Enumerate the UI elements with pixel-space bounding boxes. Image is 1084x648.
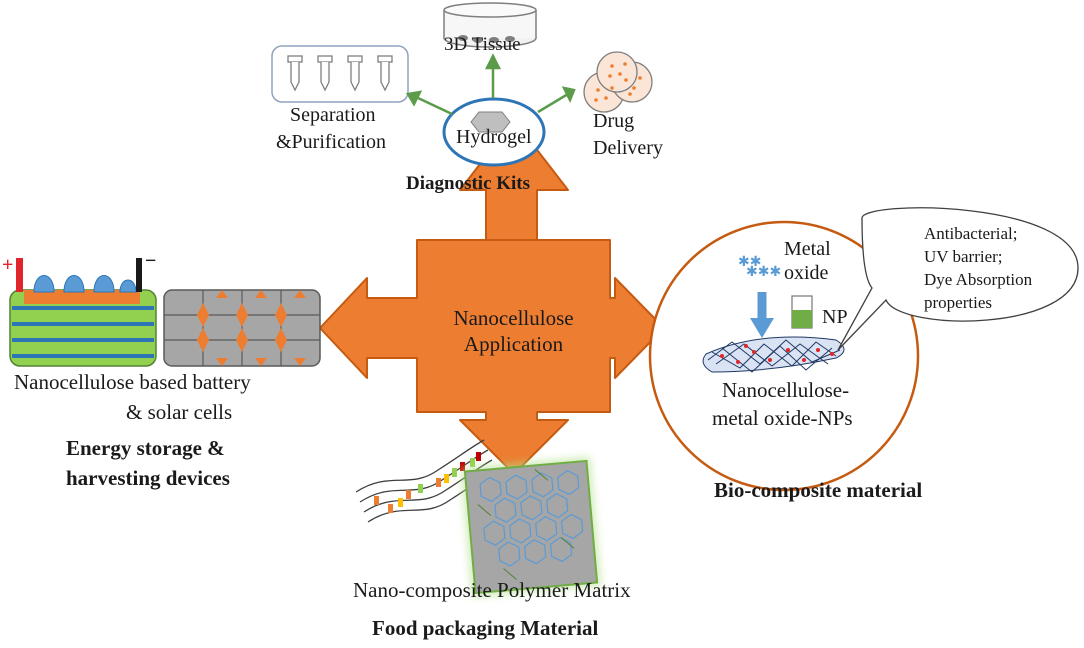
- biocomposite-circle: ✱✱ ✱✱✱: [648, 220, 920, 492]
- petri-dish-icon: [443, 2, 537, 48]
- energy-title-line2: harvesting devices: [66, 466, 230, 490]
- metal-oxide-label-line2: oxide: [784, 262, 829, 284]
- drug-label-line2: Delivery: [593, 137, 663, 159]
- properties-speech-bubble: [837, 207, 1079, 351]
- separation-label-line2: &Purification: [276, 131, 386, 153]
- center-cross-arrows: [319, 119, 665, 475]
- battery-illustration: [9, 258, 157, 367]
- np-red-dots: [720, 344, 834, 364]
- drug-label-line1: Drug: [593, 110, 635, 132]
- center-cross: [319, 119, 665, 475]
- bubble-text-line3: Dye Absorption: [924, 270, 1033, 289]
- metal-oxide-label-line1: Metal: [784, 238, 831, 260]
- bubble-text-line2: UV barrier;: [924, 247, 1003, 266]
- np-vial-icon: [791, 295, 813, 329]
- separation-label-line1: Separation: [290, 104, 376, 126]
- bubble-text-line1: Antibacterial;: [924, 224, 1018, 243]
- hydrogel-hexagon-icon: [470, 111, 511, 133]
- metal-oxide-stars-icon: ✱✱ ✱✱✱: [738, 254, 781, 280]
- battery-minus-sign: −: [145, 250, 157, 272]
- metal-oxide-arrow-head: [750, 318, 774, 338]
- polymer-matrix-caption: Nano-composite Polymer Matrix: [353, 578, 631, 602]
- tissue-label: 3D Tissue: [444, 34, 521, 55]
- svg-text:✱✱✱: ✱✱✱: [746, 264, 781, 280]
- composite-label-line2: metal oxide-NPs: [712, 406, 853, 430]
- battery-caption-line1: Nanocellulose based battery: [14, 370, 251, 394]
- bubble-text-line4: properties: [924, 293, 992, 312]
- center-label-line1: Nanocellulose: [453, 306, 574, 330]
- hydrogel-cluster: [271, 2, 653, 167]
- battery-caption-line2: & solar cells: [126, 400, 233, 424]
- tube-rack-icon: [271, 45, 409, 103]
- svg-text:✱✱: ✱✱: [738, 254, 761, 270]
- hydrogel-arrows: [405, 53, 576, 116]
- np-label: NP: [822, 306, 848, 328]
- polymer-matrix-square: [460, 456, 602, 598]
- center-label-line2: Application: [463, 332, 564, 356]
- battery-plus-sign: +: [2, 254, 14, 276]
- hydrogel-label: Hydrogel: [456, 126, 532, 148]
- composite-label-line1: Nanocellulose-: [722, 378, 850, 402]
- solar-cell-grid: [163, 289, 321, 367]
- biocomposite-title: Bio-composite material: [714, 478, 923, 502]
- food-packaging-title: Food packaging Material: [372, 616, 599, 640]
- energy-title-line1: Energy storage &: [66, 436, 225, 460]
- diagnostic-kits-title: Diagnostic Kits: [406, 173, 531, 194]
- drug-particles-icon: [583, 51, 653, 113]
